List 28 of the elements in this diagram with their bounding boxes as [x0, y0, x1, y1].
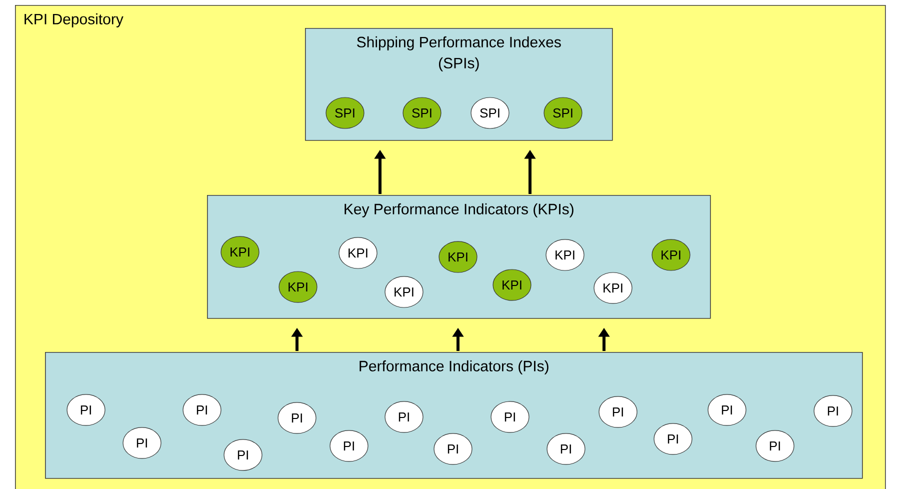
- indicator-oval: SPI: [470, 97, 510, 129]
- indicator-oval: PI: [224, 439, 262, 471]
- indicator-oval: KPI: [438, 241, 478, 273]
- indicator-oval: PI: [708, 394, 746, 426]
- indicator-oval: PI: [122, 427, 162, 459]
- indicator-oval: PI: [756, 430, 794, 462]
- indicator-oval: PI: [490, 401, 530, 433]
- indicator-oval: PI: [66, 394, 106, 426]
- indicator-oval: KPI: [278, 271, 318, 303]
- indicator-oval: SPI: [402, 97, 442, 129]
- indicator-oval: KPI: [492, 269, 532, 301]
- indicator-oval: PI: [598, 396, 638, 428]
- indicator-oval: KPI: [220, 236, 260, 268]
- indicator-oval: PI: [330, 430, 368, 462]
- indicator-oval: KPI: [546, 239, 584, 271]
- indicator-oval: PI: [384, 401, 424, 433]
- indicator-oval: PI: [182, 394, 222, 426]
- indicator-oval: PI: [278, 402, 316, 434]
- indicator-oval: KPI: [338, 237, 378, 269]
- indicator-oval: KPI: [652, 239, 690, 271]
- indicator-oval: KPI: [594, 272, 632, 304]
- indicator-oval: PI: [814, 395, 852, 427]
- indicator-oval: PI: [654, 423, 692, 455]
- indicator-oval: KPI: [384, 276, 424, 308]
- indicator-oval: SPI: [326, 97, 364, 129]
- indicator-oval: PI: [434, 433, 472, 465]
- indicator-oval: SPI: [544, 97, 582, 129]
- indicator-oval: PI: [546, 433, 586, 465]
